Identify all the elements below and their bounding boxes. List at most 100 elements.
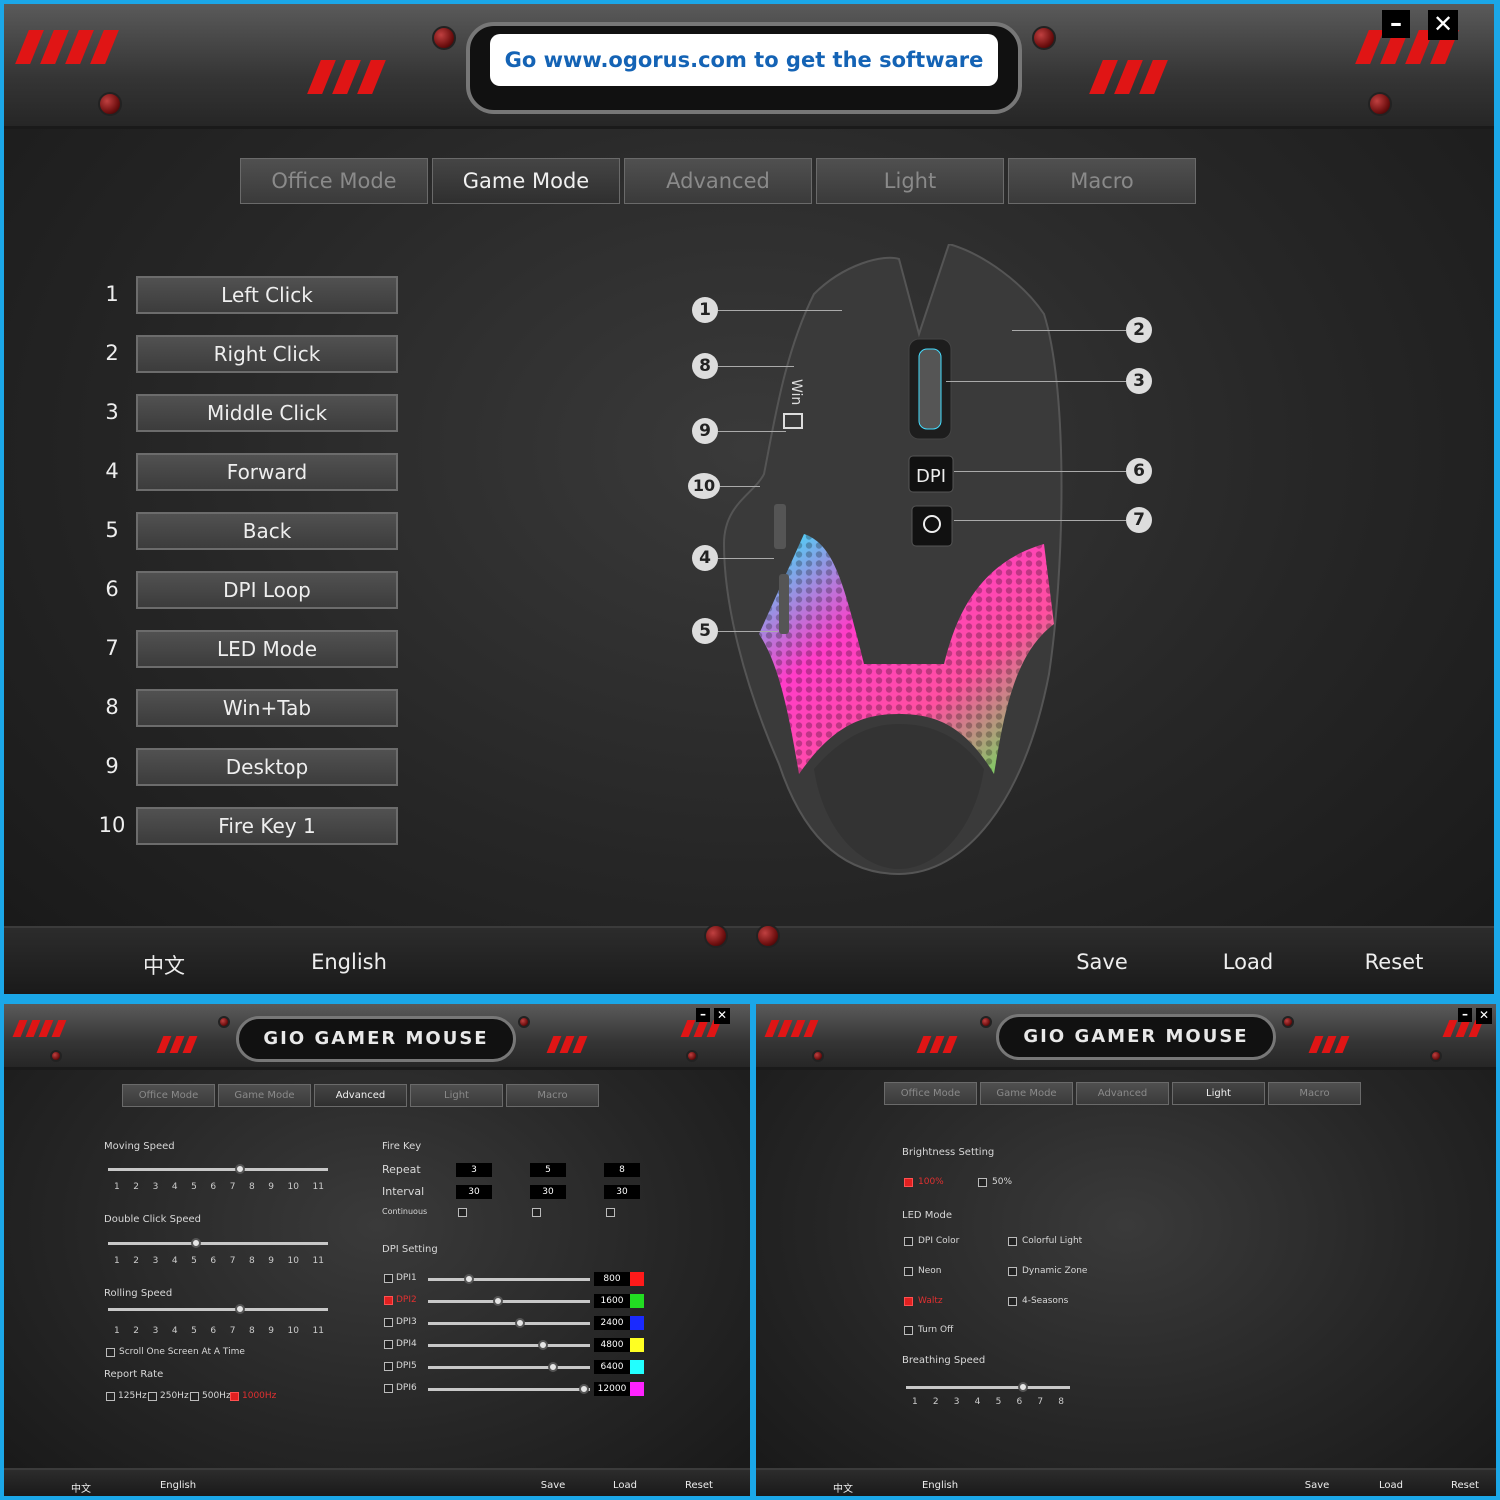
tab-advanced[interactable]: Advanced: [624, 158, 812, 204]
dpi3-value[interactable]: 2400: [594, 1316, 630, 1330]
button-assign-7[interactable]: LED Mode: [136, 630, 398, 668]
tab-office-mode[interactable]: Office Mode: [240, 158, 428, 204]
fire-key-continuous-1-checkbox[interactable]: [458, 1208, 467, 1217]
dpi1-checkbox[interactable]: [384, 1274, 393, 1283]
breathing-speed-slider-handle[interactable]: [1018, 1382, 1029, 1392]
fire-key-interval-3[interactable]: 30: [604, 1185, 640, 1199]
fire-key-repeat-3[interactable]: 8: [604, 1163, 640, 1177]
button-assign-10[interactable]: Fire Key 1: [136, 807, 398, 845]
tab-advanced[interactable]: Advanced: [314, 1084, 407, 1107]
fire-key-continuous-3-checkbox[interactable]: [606, 1208, 615, 1217]
report-rate-125-checkbox[interactable]: [106, 1392, 115, 1401]
close-icon[interactable]: ✕: [1476, 1008, 1492, 1024]
dpi6-checkbox[interactable]: [384, 1384, 393, 1393]
led-colorful-light-checkbox[interactable]: [1008, 1237, 1017, 1246]
fire-key-continuous-2-checkbox[interactable]: [532, 1208, 541, 1217]
button-assign-2[interactable]: Right Click: [136, 335, 398, 373]
close-icon[interactable]: ✕: [1428, 10, 1458, 40]
dpi1-slider[interactable]: [428, 1274, 590, 1284]
dpi6-color-swatch[interactable]: [630, 1382, 644, 1396]
led-waltz-checkbox[interactable]: [904, 1297, 913, 1306]
report-rate-1000-checkbox[interactable]: [230, 1392, 239, 1401]
dpi4-value[interactable]: 4800: [594, 1338, 630, 1352]
dpi5-color-swatch[interactable]: [630, 1360, 644, 1374]
dpi3-slider-handle[interactable]: [515, 1318, 526, 1328]
fire-key-interval-1[interactable]: 30: [456, 1185, 492, 1199]
button-assign-9[interactable]: Desktop: [136, 748, 398, 786]
fire-key-repeat-1[interactable]: 3: [456, 1163, 492, 1177]
brightness-50-checkbox[interactable]: [978, 1178, 987, 1187]
dpi5-slider-handle[interactable]: [547, 1362, 558, 1372]
dpi4-slider[interactable]: [428, 1340, 590, 1350]
dpi4-slider-handle[interactable]: [538, 1340, 549, 1350]
fire-key-interval-2[interactable]: 30: [530, 1185, 566, 1199]
language-english-button[interactable]: English: [159, 1480, 197, 1491]
button-assign-8[interactable]: Win+Tab: [136, 689, 398, 727]
language-chinese-button[interactable]: 中文: [143, 954, 185, 978]
dpi2-value[interactable]: 1600: [594, 1294, 630, 1308]
save-button[interactable]: Save: [1304, 1480, 1330, 1491]
tab-office-mode[interactable]: Office Mode: [122, 1084, 215, 1107]
dpi1-slider-handle[interactable]: [463, 1274, 474, 1284]
dpi3-slider[interactable]: [428, 1318, 590, 1328]
led-dynamic-zone-checkbox[interactable]: [1008, 1267, 1017, 1276]
report-rate-250-checkbox[interactable]: [148, 1392, 157, 1401]
language-chinese-button[interactable]: 中文: [833, 1484, 853, 1495]
button-assign-5[interactable]: Back: [136, 512, 398, 550]
button-assign-4[interactable]: Forward: [136, 453, 398, 491]
dpi4-color-swatch[interactable]: [630, 1338, 644, 1352]
dpi6-slider[interactable]: [428, 1384, 590, 1394]
brightness-100-checkbox[interactable]: [904, 1178, 913, 1187]
moving-speed-slider-handle[interactable]: [235, 1164, 245, 1174]
tab-light[interactable]: Light: [1172, 1082, 1265, 1105]
dpi6-slider-handle[interactable]: [578, 1384, 589, 1394]
minimize-icon[interactable]: –: [696, 1008, 710, 1022]
load-button[interactable]: Load: [613, 1480, 637, 1491]
tab-game-mode[interactable]: Game Mode: [218, 1084, 311, 1107]
dpi1-color-swatch[interactable]: [630, 1272, 644, 1286]
moving-speed-slider[interactable]: [108, 1164, 328, 1174]
language-chinese-button[interactable]: 中文: [71, 1484, 91, 1495]
minimize-icon[interactable]: –: [1382, 10, 1410, 38]
tab-macro[interactable]: Macro: [1268, 1082, 1361, 1105]
tab-macro[interactable]: Macro: [1008, 158, 1196, 204]
led-dpi-color-checkbox[interactable]: [904, 1237, 913, 1246]
language-english-button[interactable]: English: [311, 950, 387, 974]
reset-button[interactable]: Reset: [1364, 950, 1424, 974]
tab-office-mode[interactable]: Office Mode: [884, 1082, 977, 1105]
save-button[interactable]: Save: [540, 1480, 566, 1491]
save-button[interactable]: Save: [1076, 950, 1128, 974]
dpi2-slider[interactable]: [428, 1296, 590, 1306]
fire-key-repeat-2[interactable]: 5: [530, 1163, 566, 1177]
load-button[interactable]: Load: [1222, 950, 1274, 974]
dpi2-slider-handle[interactable]: [492, 1296, 503, 1306]
language-english-button[interactable]: English: [921, 1480, 959, 1491]
report-rate-500-checkbox[interactable]: [190, 1392, 199, 1401]
dpi2-color-swatch[interactable]: [630, 1294, 644, 1308]
dpi5-value[interactable]: 6400: [594, 1360, 630, 1374]
scroll-one-screen-checkbox[interactable]: [106, 1348, 115, 1357]
software-banner[interactable]: Go www.ogorus.com to get the software: [490, 34, 998, 86]
dpi2-checkbox[interactable]: [384, 1296, 393, 1305]
led-neon-checkbox[interactable]: [904, 1267, 913, 1276]
reset-button[interactable]: Reset: [1451, 1480, 1479, 1491]
led-turn-off-checkbox[interactable]: [904, 1326, 913, 1335]
tab-game-mode[interactable]: Game Mode: [432, 158, 620, 204]
dpi6-value[interactable]: 12000: [594, 1382, 630, 1396]
tab-light[interactable]: Light: [410, 1084, 503, 1107]
breathing-speed-slider[interactable]: [906, 1382, 1070, 1392]
rolling-speed-slider-handle[interactable]: [235, 1304, 245, 1314]
tab-light[interactable]: Light: [816, 158, 1004, 204]
tab-game-mode[interactable]: Game Mode: [980, 1082, 1073, 1105]
load-button[interactable]: Load: [1379, 1480, 1403, 1491]
led-4-seasons-checkbox[interactable]: [1008, 1297, 1017, 1306]
double-click-speed-slider[interactable]: [108, 1238, 328, 1248]
dpi3-checkbox[interactable]: [384, 1318, 393, 1327]
button-assign-3[interactable]: Middle Click: [136, 394, 398, 432]
dpi5-slider[interactable]: [428, 1362, 590, 1372]
button-assign-6[interactable]: DPI Loop: [136, 571, 398, 609]
reset-button[interactable]: Reset: [685, 1480, 713, 1491]
tab-macro[interactable]: Macro: [506, 1084, 599, 1107]
minimize-icon[interactable]: –: [1458, 1008, 1472, 1022]
dpi3-color-swatch[interactable]: [630, 1316, 644, 1330]
